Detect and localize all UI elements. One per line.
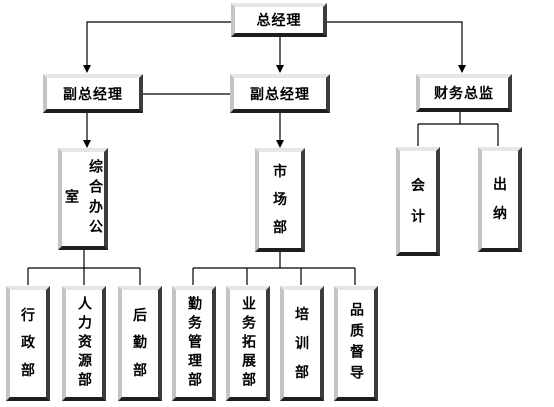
gm-to-vp1-line [83, 21, 232, 73]
market-char-1: 市 [273, 164, 287, 180]
market-char-2: 场 [273, 192, 287, 208]
logistics-char-2: 勤 [133, 335, 147, 352]
cashier-box: 出 纳 [478, 147, 522, 252]
office-bracket [27, 250, 141, 285]
finance-director-label: 财务总监 [434, 86, 494, 102]
market-bracket [192, 252, 356, 285]
service-mgmt-label: 勤务管理部 [186, 296, 202, 391]
general-office-label: 综合办公室 [63, 159, 103, 239]
admin-dept-box: 行 政 部 [6, 286, 50, 401]
vice-gm-1-label: 副总经理 [63, 86, 123, 103]
hr-dept-box: 人力资源部 [62, 286, 106, 401]
admin-char-3: 部 [21, 363, 35, 380]
market-char-3: 部 [273, 220, 287, 236]
logistics-char-1: 后 [133, 307, 147, 324]
business-dev-label: 业务拓展部 [240, 296, 256, 391]
accounting-box: 会 计 [396, 147, 440, 256]
general-office-box: 综合办公室 [58, 148, 108, 250]
vice-gm-2-label: 副总经理 [250, 86, 310, 103]
cashier-char-2: 纳 [493, 205, 507, 222]
vice-gm-1-box: 副总经理 [43, 74, 143, 113]
service-mgmt-dept-box: 勤务管理部 [172, 286, 216, 401]
cashier-char-1: 出 [493, 177, 507, 194]
training-char-1: 培 [295, 306, 309, 323]
accounting-char-1: 会 [411, 178, 425, 195]
business-dev-dept-box: 业务拓展部 [226, 286, 270, 401]
market-dept-box: 市 场 部 [255, 148, 305, 252]
hr-label: 人力资源部 [76, 296, 92, 391]
finance-director-box: 财务总监 [416, 74, 512, 112]
training-char-2: 训 [295, 335, 309, 352]
admin-char-2: 政 [21, 335, 35, 352]
gm-to-cfo-line [327, 21, 466, 73]
quality-supervision-label: 品质督导 [348, 301, 364, 386]
general-manager-box: 总经理 [231, 3, 327, 37]
accounting-char-2: 计 [411, 208, 425, 225]
logistics-dept-box: 后 勤 部 [118, 286, 162, 401]
quality-supervision-box: 品质督导 [334, 286, 378, 401]
training-dept-box: 培 训 部 [280, 286, 324, 401]
general-manager-label: 总经理 [256, 13, 302, 29]
admin-char-1: 行 [21, 307, 35, 324]
vice-gm-2-box: 副总经理 [230, 74, 330, 113]
logistics-char-3: 部 [133, 363, 147, 380]
cfo-bracket [417, 112, 499, 146]
training-char-3: 部 [295, 364, 309, 381]
